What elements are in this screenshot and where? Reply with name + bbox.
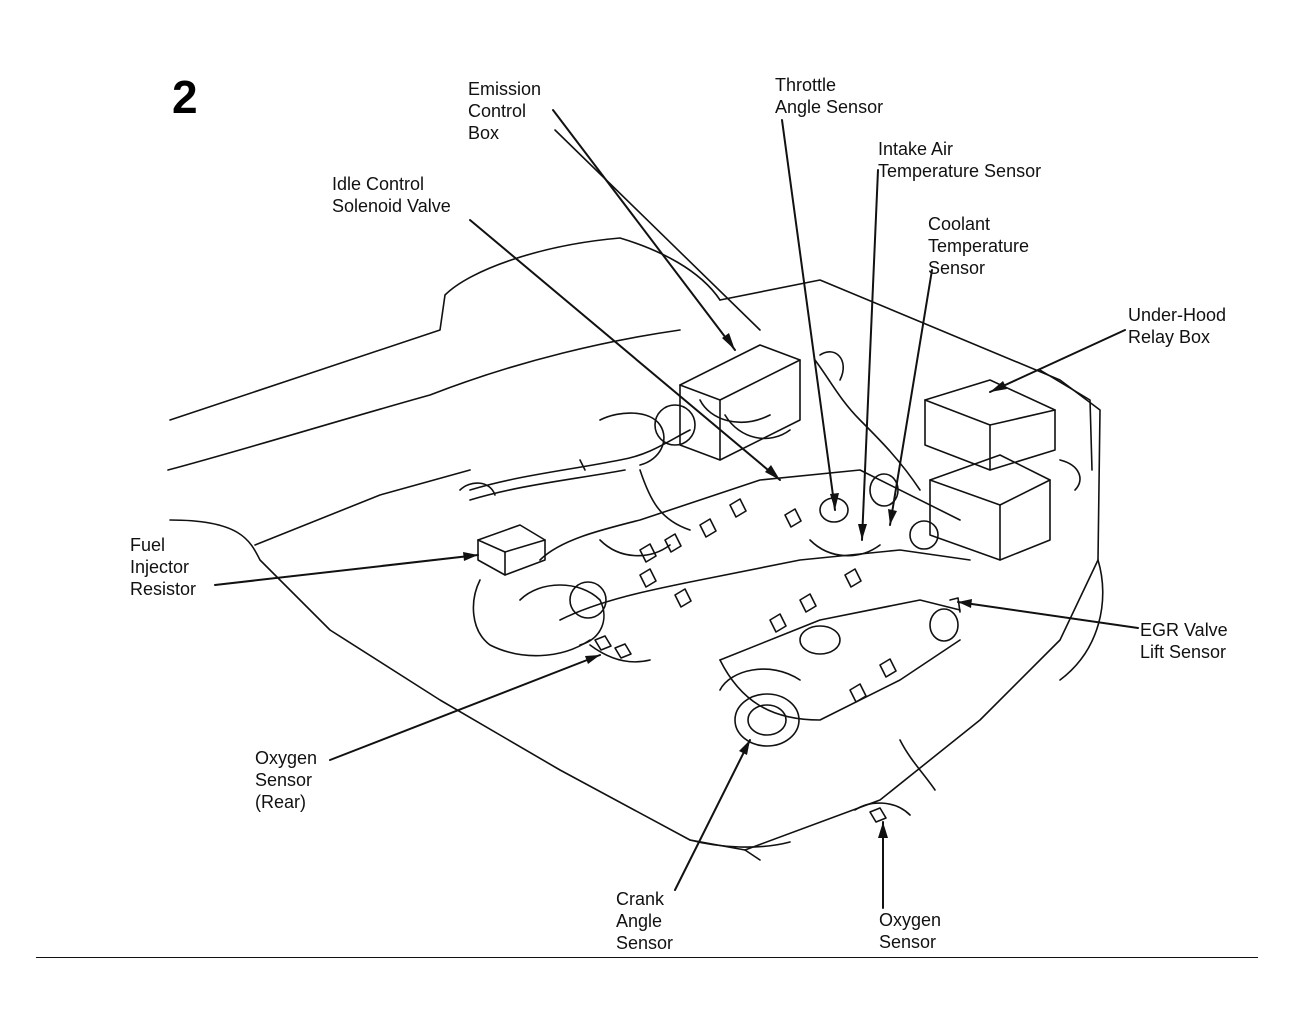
label-intake-air-temperature-sensor: Intake Air Temperature Sensor <box>878 138 1041 182</box>
arrowheads <box>463 333 1007 838</box>
throttle-body <box>809 473 939 557</box>
leader-idle-control-solenoid-valve <box>469 219 781 481</box>
arrow-fuel-injector-resistor <box>463 552 478 561</box>
label-line: Sensor <box>616 933 674 953</box>
arrow-under-hood-relay-box <box>990 381 1007 392</box>
label-line: Intake Air <box>878 139 954 159</box>
leader-egr-valve-lift-sensor <box>957 601 1139 629</box>
label-emission-control-box: Emission Control Box <box>468 78 541 144</box>
figure-number: 2 <box>172 71 198 123</box>
label-crank-angle-sensor: Crank Angle Sensor <box>616 888 673 954</box>
label-line: Sensor <box>255 770 313 790</box>
label-coolant-temperature-sensor: Coolant Temperature Sensor <box>928 213 1029 279</box>
label-idle-control-solenoid-valve: Idle Control Solenoid Valve <box>332 173 451 217</box>
label-line: Emission <box>468 79 542 99</box>
label-line: Fuel <box>130 535 166 555</box>
leader-crank-angle-sensor <box>674 739 751 891</box>
leader-lines <box>214 109 1139 909</box>
label-line: Relay Box <box>1128 327 1211 347</box>
car-body-outline <box>167 129 1104 861</box>
arrow-oxygen-sensor <box>878 822 888 838</box>
relay-box-shape <box>924 379 1056 471</box>
label-line: Solenoid Valve <box>332 196 451 216</box>
bottom-divider <box>36 957 1258 958</box>
label-line: Coolant <box>928 214 991 234</box>
label-line: Lift Sensor <box>1140 642 1227 662</box>
battery-shape <box>929 454 1081 561</box>
arrow-crank-angle-sensor <box>739 740 750 755</box>
wiring-harness <box>469 351 921 501</box>
label-line: Injector <box>130 557 190 577</box>
label-line: Box <box>468 123 500 143</box>
label-line: Control <box>468 101 527 121</box>
label-fuel-injector-resistor: Fuel Injector Resistor <box>130 534 196 600</box>
label-line: Crank <box>616 889 665 909</box>
label-throttle-angle-sensor: Throttle Angle Sensor <box>775 74 883 118</box>
label-line: Sensor <box>928 258 986 278</box>
label-egr-valve-lift-sensor: EGR Valve Lift Sensor <box>1140 619 1228 663</box>
injector-row <box>639 498 897 703</box>
leader-fuel-injector-resistor <box>214 554 479 586</box>
emission-control-box-shape <box>679 344 801 461</box>
arrow-coolant-temperature-sensor <box>888 509 897 525</box>
arrow-throttle-angle-sensor <box>830 493 839 510</box>
label-line: (Rear) <box>255 792 307 812</box>
engine-block <box>472 404 971 721</box>
leader-emission-control-box <box>552 109 736 351</box>
label-line: Temperature <box>928 236 1030 256</box>
label-line: Sensor <box>879 932 937 952</box>
label-line: Oxygen <box>879 910 942 930</box>
leader-throttle-angle-sensor <box>781 119 836 511</box>
arrow-emission-control-box <box>722 333 735 350</box>
arrow-idle-control-solenoid-valve <box>765 465 780 480</box>
leader-intake-air-temperature-sensor <box>861 169 879 541</box>
exhaust-manifold <box>589 635 936 823</box>
leader-oxygen-sensor-rear <box>329 654 601 761</box>
label-oxygen-sensor: Oxygen Sensor <box>879 909 941 953</box>
arrow-oxygen-sensor-rear <box>585 655 600 664</box>
leader-coolant-temperature-sensor <box>889 269 933 526</box>
label-oxygen-sensor-rear: Oxygen Sensor (Rear) <box>255 747 317 813</box>
label-line: Temperature Sensor <box>878 161 1042 181</box>
fuel-injector-resistor-shape <box>459 482 546 576</box>
label-line: Oxygen <box>255 748 318 768</box>
label-line: Angle Sensor <box>775 97 884 117</box>
label-line: Angle <box>616 911 663 931</box>
arrow-intake-air-temperature-sensor <box>858 524 867 540</box>
label-line: Idle Control <box>332 174 425 194</box>
leader-under-hood-relay-box <box>989 329 1126 393</box>
arrow-egr-valve-lift-sensor <box>958 599 972 608</box>
label-under-hood-relay-box: Under-Hood Relay Box <box>1128 304 1226 348</box>
label-line: EGR Valve <box>1140 620 1228 640</box>
label-line: Throttle <box>775 75 837 95</box>
label-line: Under-Hood <box>1128 305 1227 325</box>
label-line: Resistor <box>130 579 197 599</box>
egr-valve <box>929 597 961 642</box>
